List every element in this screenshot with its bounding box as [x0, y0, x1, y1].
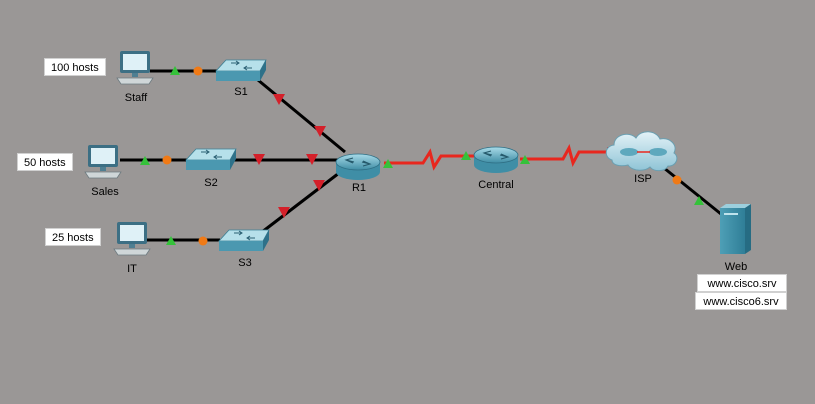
status-up-indicator	[383, 159, 393, 168]
link-status-layer	[140, 66, 704, 246]
server-web-icon[interactable]	[720, 204, 751, 254]
pc-staff-icon[interactable]	[116, 51, 154, 85]
switch-s2-icon[interactable]	[185, 148, 237, 170]
status-down-indicator	[278, 207, 290, 218]
status-up-indicator	[520, 155, 530, 164]
status-up-indicator	[140, 156, 150, 165]
status-down-indicator	[306, 154, 318, 165]
staff-hosts-note: 100 hosts	[44, 58, 106, 76]
web-device-label: Web	[724, 261, 748, 273]
link-s1-r1[interactable]	[257, 78, 346, 154]
pc-it-icon[interactable]	[113, 222, 151, 256]
router-r1-icon[interactable]	[335, 153, 381, 180]
s2-device-label: S2	[204, 177, 218, 189]
s1-device-label: S1	[234, 86, 248, 98]
r1-device-label: R1	[351, 182, 367, 194]
sales-hosts-note: 50 hosts	[17, 153, 73, 171]
status-blinking-indicator	[672, 175, 682, 185]
status-blinking-indicator	[198, 236, 208, 246]
status-up-indicator	[170, 66, 180, 75]
web-url-note-2: www.cisco6.srv	[695, 292, 787, 310]
link-central-isp[interactable]	[520, 143, 617, 168]
status-down-indicator	[313, 180, 325, 191]
web-url-note-1: www.cisco.srv	[697, 274, 787, 292]
s3-device-label: S3	[238, 257, 252, 269]
staff-device-label: Staff	[124, 92, 148, 104]
status-up-indicator	[166, 236, 176, 245]
pc-sales-icon[interactable]	[84, 145, 122, 179]
status-down-indicator	[253, 154, 265, 165]
central-device-label: Central	[478, 179, 514, 191]
status-blinking-indicator	[162, 155, 172, 165]
it-device-label: IT	[127, 263, 137, 275]
status-up-indicator	[461, 151, 471, 160]
switch-s3-icon[interactable]	[218, 229, 270, 251]
status-up-indicator	[694, 196, 704, 205]
isp-cloud-icon[interactable]	[605, 131, 678, 172]
status-down-indicator	[273, 94, 285, 105]
it-hosts-note: 25 hosts	[45, 228, 101, 246]
status-blinking-indicator	[193, 66, 203, 76]
links-layer	[120, 69, 722, 242]
isp-device-label: ISP	[634, 173, 652, 185]
status-down-indicator	[314, 126, 326, 137]
router-central-icon[interactable]	[473, 146, 519, 173]
switch-s1-icon[interactable]	[215, 59, 267, 81]
link-isp-web[interactable]	[663, 166, 722, 216]
link-r1-central[interactable]	[384, 148, 475, 171]
link-s3-r1[interactable]	[261, 168, 344, 234]
sales-device-label: Sales	[91, 186, 119, 198]
